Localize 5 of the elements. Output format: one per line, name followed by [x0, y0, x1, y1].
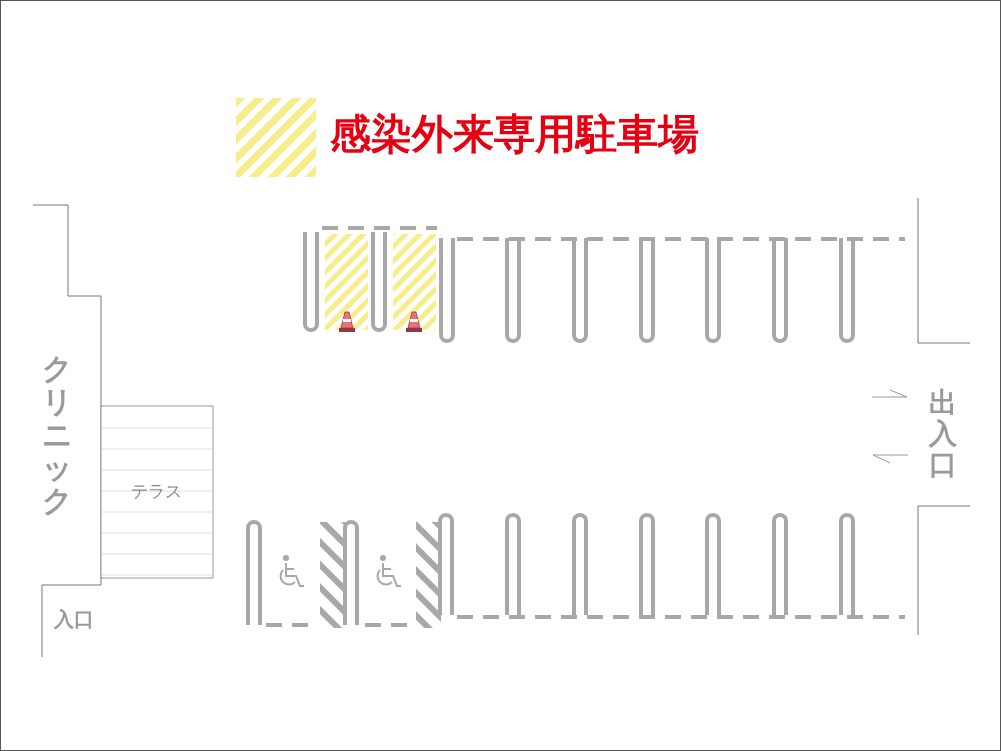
terrace-label: テラス: [131, 480, 182, 503]
building-label: クリニック: [42, 352, 72, 517]
gate-label: 出入口: [929, 388, 957, 481]
legend-text: 感染外来専用駐車場: [330, 110, 699, 160]
entrance-label: 入口: [54, 606, 94, 633]
